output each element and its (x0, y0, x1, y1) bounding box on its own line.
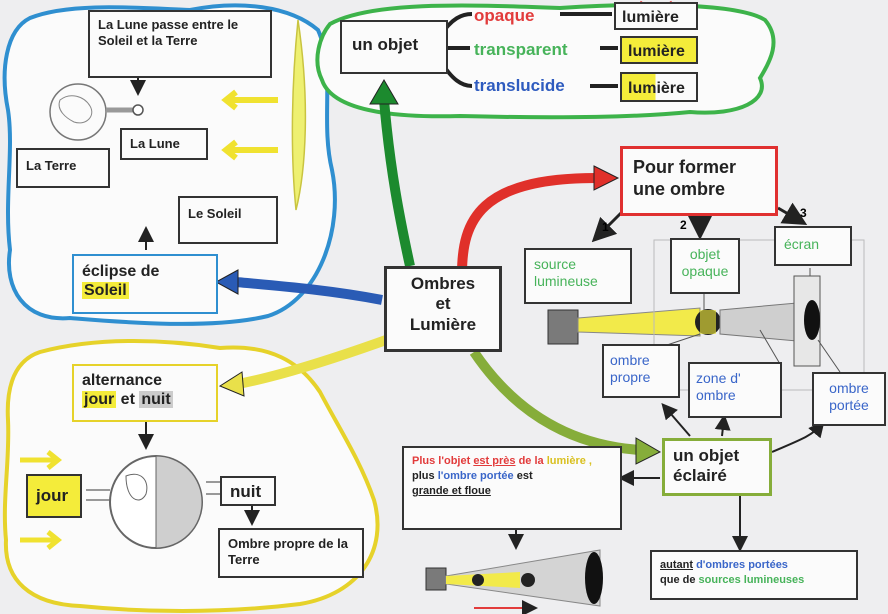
plus-word-5: lumière , (546, 455, 592, 467)
objet-opaque-box: objet opaque (670, 238, 740, 294)
plus-word-2: l'objet (438, 455, 471, 467)
central-topic-box: Ombres et Lumière (384, 266, 502, 352)
alternance-jour: jour (82, 391, 117, 409)
zone-ombre-box: zone d' ombre (688, 362, 782, 418)
lumiere-opaque-box: lumière (614, 2, 698, 30)
jour-box: jour (26, 474, 82, 518)
step-3: 3 (800, 206, 807, 220)
pour-former-box: Pour former une ombre (620, 146, 778, 216)
eclipse-passage-box: La Lune passe entre le Soleil et la Terr… (88, 10, 272, 78)
ombre-propre-terre-box: Ombre propre de la Terre (218, 528, 364, 578)
central-line1: Ombres (410, 274, 476, 293)
lumiere-translucide-box: lumière (620, 72, 698, 102)
central-line2: et (435, 294, 451, 314)
plus-word-3: est près (473, 455, 516, 467)
autant-word-3: que de (660, 574, 696, 587)
branch-to-alternance (237, 335, 388, 389)
lumiere-transparent-box: lumière (620, 36, 698, 64)
plus-word-1: Plus (412, 455, 436, 467)
branch-to-eclipse (235, 277, 383, 305)
autant-word-2: d'ombres portées (696, 559, 788, 571)
central-line3: Lumière (409, 314, 477, 334)
un-objet-box: un objet (340, 20, 448, 74)
alternance-title-box: alternance jour et nuit (72, 364, 218, 422)
opaque-label: opaque (474, 6, 535, 25)
transparent-label: transparent (474, 40, 568, 59)
branch-to-ombre (457, 173, 597, 275)
label-le-soleil: Le Soleil (178, 196, 278, 244)
ombre-propre-box: ombre propre (602, 344, 680, 398)
alternance-nuit: nuit (139, 391, 173, 409)
alternance-et: et (120, 391, 135, 409)
plus-rule-box: Plus l'objet est près de la lumière , pl… (402, 446, 622, 530)
plus-word-8: est (516, 469, 533, 482)
ombre-portee-box: ombre portée (812, 372, 886, 426)
label-la-lune: La Lune (120, 128, 208, 160)
moon-drawing (132, 104, 144, 116)
objet-eclaire-box: un objet éclairé (662, 438, 772, 496)
alternance-line1: alternance (82, 372, 163, 389)
branch-to-objet (379, 99, 415, 268)
plus-word-9: grande et floue (412, 484, 491, 497)
autant-rule-box: autant d'ombres portées que de sources l… (650, 550, 858, 600)
source-lumineuse-box: source lumineuse (524, 248, 632, 304)
autant-word-1: autant (660, 559, 693, 571)
eclipse-title-box: éclipse de Soleil (72, 254, 218, 314)
ecran-box: écran (774, 226, 852, 266)
autant-word-4: sources lumineuses (698, 574, 805, 587)
lamp-drawing (547, 309, 579, 345)
eclipse-title-line1: éclipse de (82, 263, 160, 280)
label-la-terre: La Terre (16, 148, 110, 188)
step-2: 2 (680, 218, 687, 232)
step-1: 1 (602, 220, 609, 234)
plus-word-6: plus (412, 469, 435, 482)
plus-word-7: l'ombre portée (437, 469, 514, 482)
eclipse-title-soleil: Soleil (82, 282, 129, 300)
translucide-label: translucide (474, 76, 565, 95)
sun-drawing (291, 19, 307, 211)
nuit-box: nuit (220, 476, 276, 506)
plus-word-4: de la (518, 455, 544, 467)
